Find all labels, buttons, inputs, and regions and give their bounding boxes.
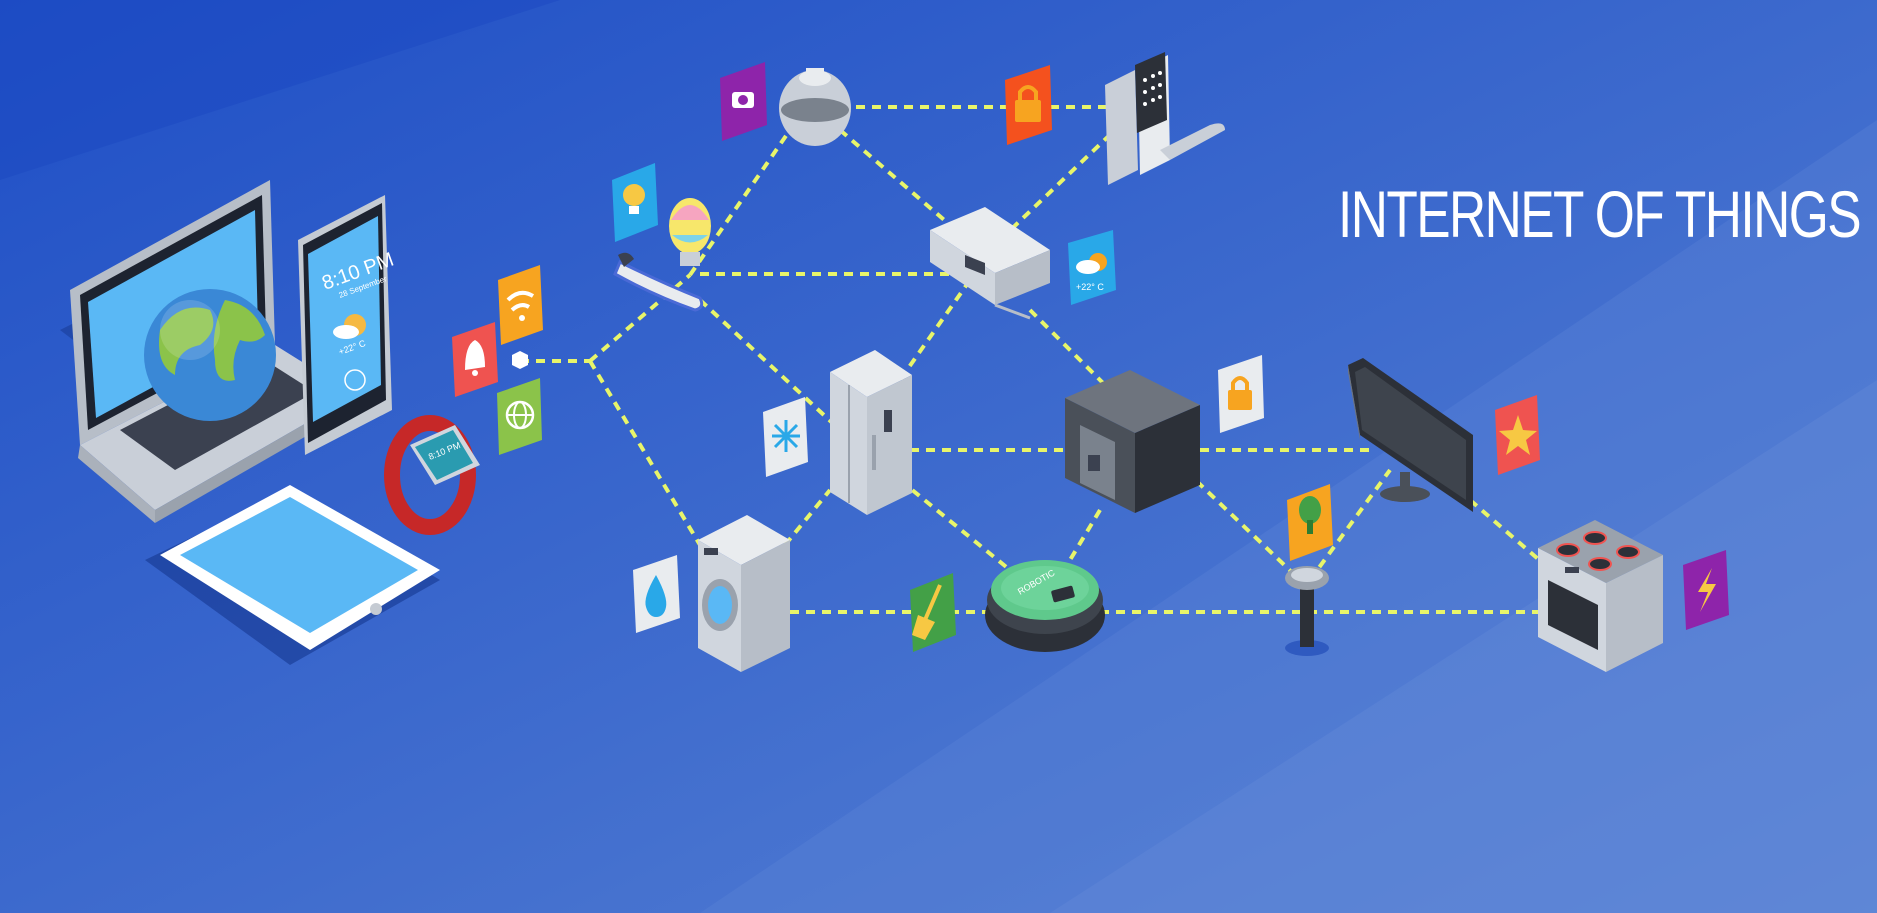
security-camera-icon xyxy=(779,68,851,146)
street-lamp-icon xyxy=(1285,566,1329,656)
smart-door-lock-icon xyxy=(1105,52,1225,185)
lock-badge-icon xyxy=(1005,65,1052,145)
background-stripe xyxy=(1050,380,1877,913)
washing-machine-icon xyxy=(698,515,790,672)
background-stripe xyxy=(0,0,560,180)
smartwatch-icon: 8:10 PM xyxy=(384,415,480,535)
camera-badge-icon xyxy=(720,62,767,141)
globe-icon xyxy=(144,289,276,421)
air-conditioner-icon xyxy=(930,207,1050,320)
broom-badge-icon xyxy=(910,573,956,652)
tree-badge-icon xyxy=(1287,484,1333,561)
television-icon xyxy=(1348,358,1473,512)
connection-lines xyxy=(520,105,1547,614)
refrigerator-icon xyxy=(830,350,912,515)
padlock-badge-icon xyxy=(1218,355,1264,433)
tablet-icon xyxy=(145,485,440,665)
smart-bulb-icon xyxy=(613,198,711,312)
star-badge-icon xyxy=(1495,395,1540,475)
water-drop-badge-icon xyxy=(633,555,680,633)
lightbulb-badge-icon xyxy=(612,163,658,242)
network-node xyxy=(512,351,528,369)
safe-icon xyxy=(1065,370,1200,513)
stove-oven-icon xyxy=(1538,520,1663,672)
robot-vacuum-icon: ROBOTIC xyxy=(985,560,1105,652)
weather-badge-icon: +22° C xyxy=(1068,230,1116,305)
snowflake-badge-icon xyxy=(763,397,808,477)
weather-badge-temperature: +22° C xyxy=(1076,282,1104,292)
wifi-icon xyxy=(498,265,543,345)
page-title: INTERNET OF THINGS xyxy=(1338,177,1862,251)
smartphone-icon: 8:10 PM 28 September +22° C xyxy=(298,195,397,455)
lightning-badge-icon xyxy=(1683,550,1729,630)
web-globe-icon xyxy=(497,378,542,455)
bell-icon xyxy=(452,322,498,397)
